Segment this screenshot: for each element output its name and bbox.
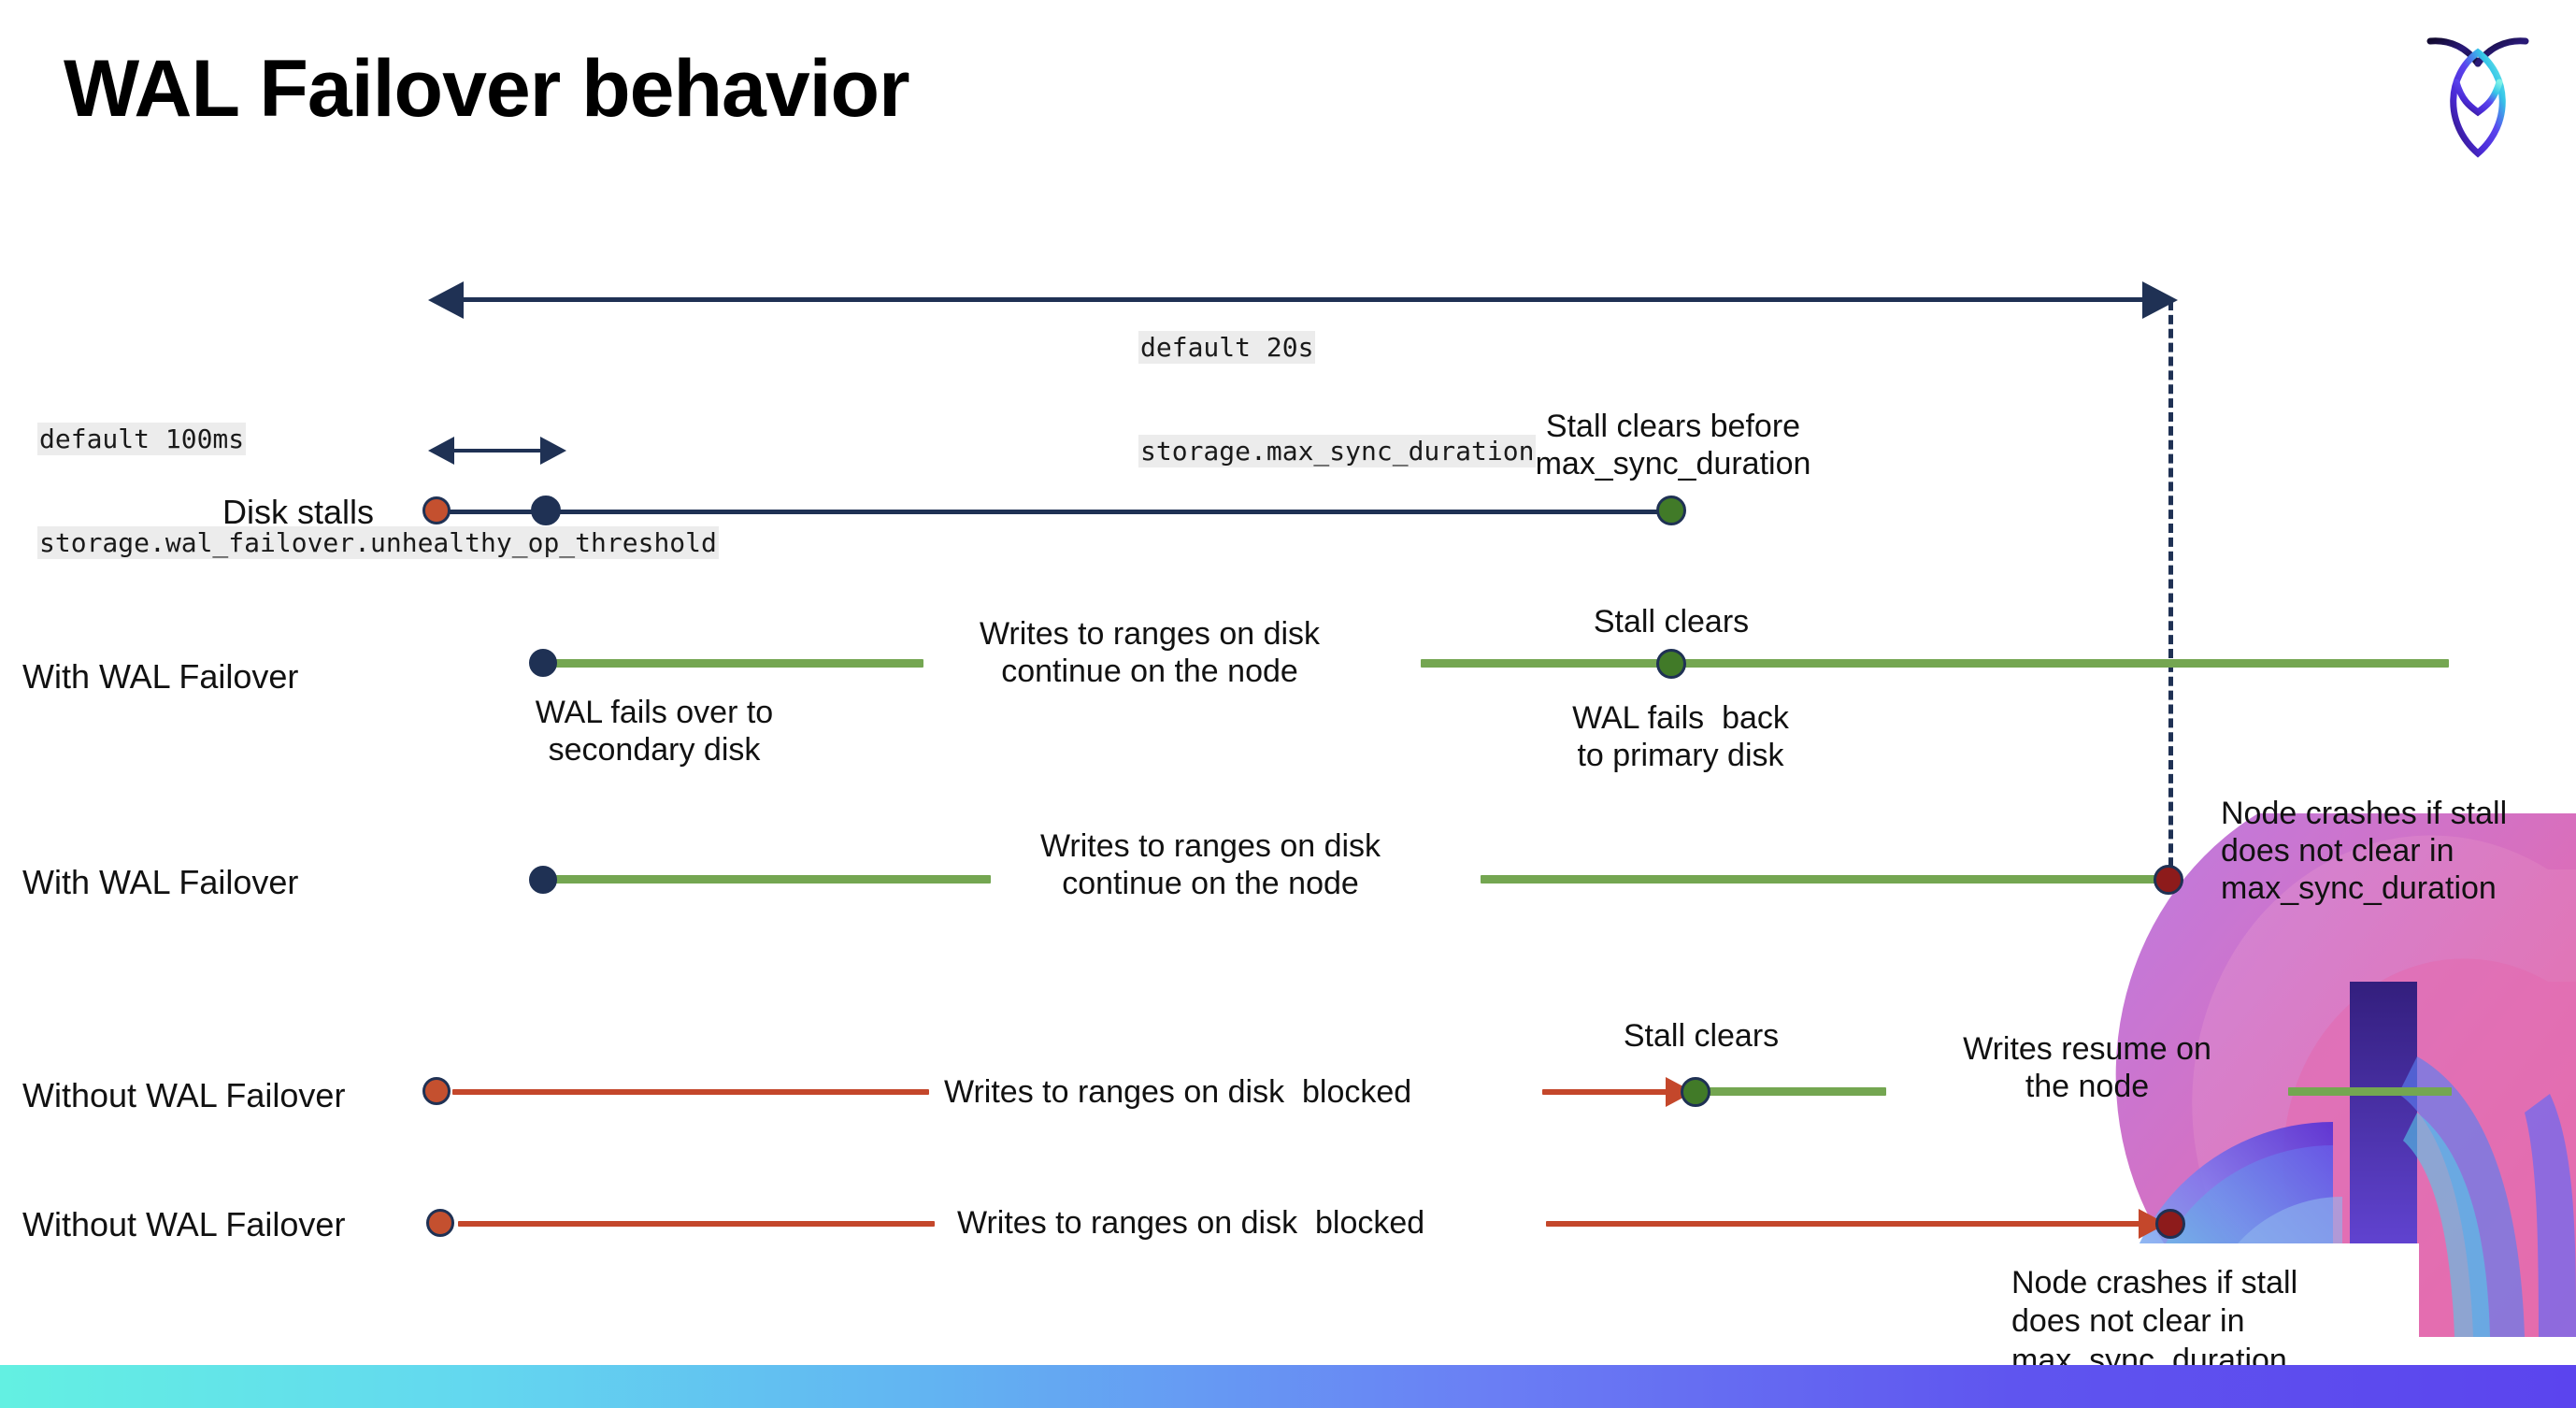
without-failover-1-stall-clears-note: Stall clears [1623,1018,1780,1054]
with-failover-2-crash-note: Node crashes if stall does not clear in … [2221,796,2508,907]
disk-stalls-start-dot [422,496,451,524]
without-failover-1-segment-blocked-b [1542,1089,1682,1095]
annotation-unhealthy-line1: default 100ms [37,422,247,455]
row-label-with-wal-failover-1: With WAL Failover [22,657,299,696]
with-failover-2-start-dot [529,866,557,894]
disk-stalls-timeline [439,510,1673,514]
with-failover-1-failover-note: WAL fails over to secondary disk [535,695,774,769]
without-failover-2-crash-note: Node crashes if stall does not clear in … [2011,1265,2298,1378]
without-failover-2-segment-b [1546,1221,2152,1227]
without-failover-1-segment-blocked-a [452,1089,929,1095]
without-failover-2-blocked-note: Writes to ranges on disk blocked [957,1205,1425,1241]
unhealthy-op-right-arrowhead [540,437,566,465]
annotation-max-sync-line2: storage.max_sync_duration [1138,434,1537,467]
with-failover-1-middle-note: Writes to ranges on disk continue on the… [979,616,1321,690]
with-failover-1-segment-right [1421,659,2449,668]
disk-stalls-clear-dot [1656,496,1686,525]
with-failover-2-segment-left [542,875,991,884]
row-label-without-wal-failover-1: Without WAL Failover [22,1076,346,1114]
with-failover-1-stall-clears-note: Stall clears [1593,604,1750,639]
annotation-unhealthy-op-threshold: default 100ms storage.wal_failover.unhea… [37,353,719,630]
with-failover-1-clear-dot [1656,649,1686,679]
without-failover-2-crash-dot [2155,1209,2185,1239]
with-failover-2-crash-dot [2154,865,2183,895]
annotation-unhealthy-line2: storage.wal_failover.unhealthy_op_thresh… [37,525,719,559]
without-failover-1-start-dot [422,1077,451,1105]
with-failover-1-failback-note: WAL fails back to primary disk [1572,700,1789,774]
without-failover-1-clear-dot [1681,1077,1710,1107]
with-failover-1-segment-left [542,659,923,668]
cockroachdb-logo-icon [2419,24,2537,165]
row-label-without-wal-failover-2: Without WAL Failover [22,1205,346,1243]
page-title: WAL Failover behavior [64,44,910,134]
without-failover-2-start-dot [426,1209,454,1237]
annotation-max-sync-duration: default 20s storage.max_sync_duration [1138,262,1537,539]
with-failover-2-segment-right [1481,875,2182,884]
max-sync-drop-line [2168,301,2173,881]
without-failover-1-segment-resume-a [1709,1087,1886,1096]
without-failover-1-resume-note: Writes resume on the node [1963,1031,2211,1105]
without-failover-1-blocked-note: Writes to ranges on disk blocked [944,1074,1412,1110]
with-failover-1-start-dot [529,649,557,677]
without-failover-1-segment-resume-b [2288,1087,2452,1096]
bottom-gradient-bar [0,1365,2576,1408]
without-failover-2-segment-a [458,1221,935,1227]
disk-stalls-clear-note: Stall clears before max_sync_duration [1535,409,1811,482]
row-label-disk-stalls: Disk stalls [222,493,375,531]
with-failover-2-middle-note: Writes to ranges on disk continue on the… [1039,828,1381,902]
unhealthy-op-left-arrowhead [428,437,454,465]
max-sync-span-line [439,297,2170,302]
max-sync-left-arrowhead [428,281,464,319]
disk-stalls-threshold-dot [531,496,561,525]
annotation-max-sync-line1: default 20s [1138,330,1316,364]
unhealthy-op-span-line [439,449,555,453]
row-label-with-wal-failover-2: With WAL Failover [22,863,299,901]
